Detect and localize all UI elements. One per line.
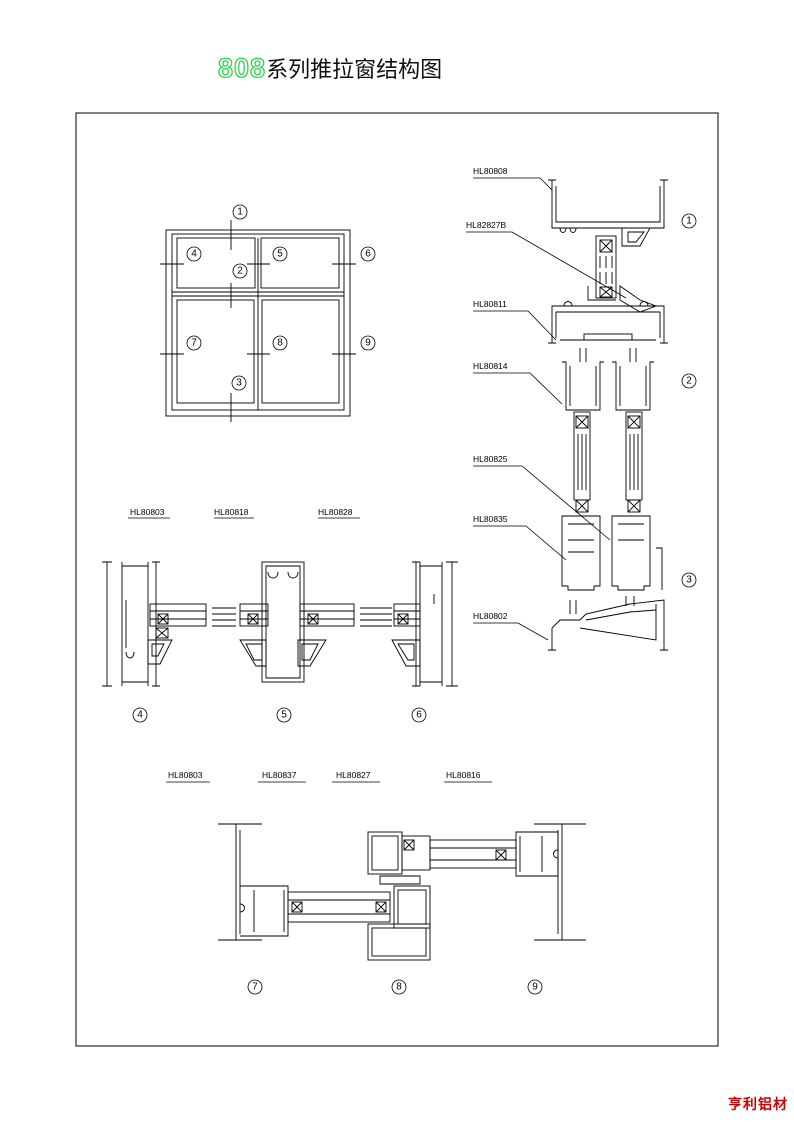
marker-2: 2 — [232, 263, 248, 279]
marker-8: 8 — [272, 335, 288, 351]
label-hl80835: HL80835 — [473, 514, 508, 524]
section-marker-5: 5 — [276, 707, 292, 723]
brand-mark: 亨利铝材 — [728, 1097, 788, 1113]
svg-text:2: 2 — [237, 266, 243, 277]
section-row1-markers: 4 5 6 — [132, 707, 427, 723]
drawing-border — [75, 112, 719, 1047]
svg-text:4: 4 — [191, 249, 197, 260]
marker-5: 5 — [272, 246, 288, 262]
svg-text:7: 7 — [191, 338, 197, 349]
label-hl80837: HL80837 — [262, 770, 297, 780]
vsection-marker-1: 1 — [681, 213, 697, 229]
svg-text:2: 2 — [686, 376, 692, 387]
svg-text:6: 6 — [365, 249, 371, 260]
svg-text:8: 8 — [277, 338, 283, 349]
window-elevation — [160, 220, 356, 422]
vertical-section-leaders — [466, 177, 627, 641]
section-marker-9: 9 — [527, 979, 543, 995]
svg-text:3: 3 — [686, 575, 692, 586]
elevation-markers: 1 2 3 4 5 6 7 8 9 — [186, 204, 376, 391]
section-row1-labels: HL80803 HL80818 HL80828 — [130, 507, 353, 517]
vertical-section-labels: HL80808 HL82827B HL80811 HL80814 HL80825… — [466, 166, 508, 621]
label-hl80825: HL80825 — [473, 454, 508, 464]
label-hl80816: HL80816 — [446, 770, 481, 780]
svg-text:5: 5 — [277, 249, 283, 260]
label-hl80803-b: HL80803 — [168, 770, 203, 780]
vsection-marker-2: 2 — [681, 373, 697, 389]
marker-6: 6 — [360, 246, 376, 262]
svg-text:8: 8 — [396, 982, 402, 993]
label-hl80828: HL80828 — [318, 507, 353, 517]
marker-7: 7 — [186, 335, 202, 351]
label-hl80808: HL80808 — [473, 166, 508, 176]
marker-3: 3 — [231, 375, 247, 391]
svg-text:5: 5 — [281, 710, 287, 721]
marker-9: 9 — [360, 335, 376, 351]
marker-4: 4 — [186, 246, 202, 262]
section-row1-profiles — [102, 561, 458, 687]
section-row2-labels: HL80803 HL80837 HL80827 HL80816 — [168, 770, 481, 780]
label-hl80827: HL80827 — [336, 770, 371, 780]
svg-text:3: 3 — [236, 378, 242, 389]
label-hl82827b: HL82827B — [466, 220, 507, 230]
svg-text:9: 9 — [532, 982, 538, 993]
section-marker-7: 7 — [247, 979, 263, 995]
section-row2-profiles — [218, 823, 586, 961]
svg-text:1: 1 — [686, 216, 692, 227]
svg-text:9: 9 — [365, 338, 371, 349]
svg-text:6: 6 — [416, 710, 422, 721]
label-hl80803-a: HL80803 — [130, 507, 165, 517]
vertical-section-markers: 1 2 3 — [681, 213, 697, 588]
section-marker-6: 6 — [411, 707, 427, 723]
vertical-section-profiles — [548, 179, 668, 651]
svg-text:4: 4 — [137, 710, 143, 721]
vsection-marker-3: 3 — [681, 572, 697, 588]
svg-text:7: 7 — [252, 982, 258, 993]
section-marker-8: 8 — [391, 979, 407, 995]
section-marker-4: 4 — [132, 707, 148, 723]
label-hl80814: HL80814 — [473, 361, 508, 371]
title-series-number: 808 — [217, 52, 267, 83]
label-hl80802: HL80802 — [473, 611, 508, 621]
svg-text:1: 1 — [237, 207, 243, 218]
section-row2-markers: 7 8 9 — [247, 979, 543, 995]
page-title: 808 系列推拉窗结构图 — [217, 52, 443, 92]
marker-1: 1 — [232, 204, 248, 220]
label-hl80818: HL80818 — [214, 507, 249, 517]
title-text: 系列推拉窗结构图 — [266, 58, 443, 83]
label-hl80811: HL80811 — [473, 299, 507, 309]
